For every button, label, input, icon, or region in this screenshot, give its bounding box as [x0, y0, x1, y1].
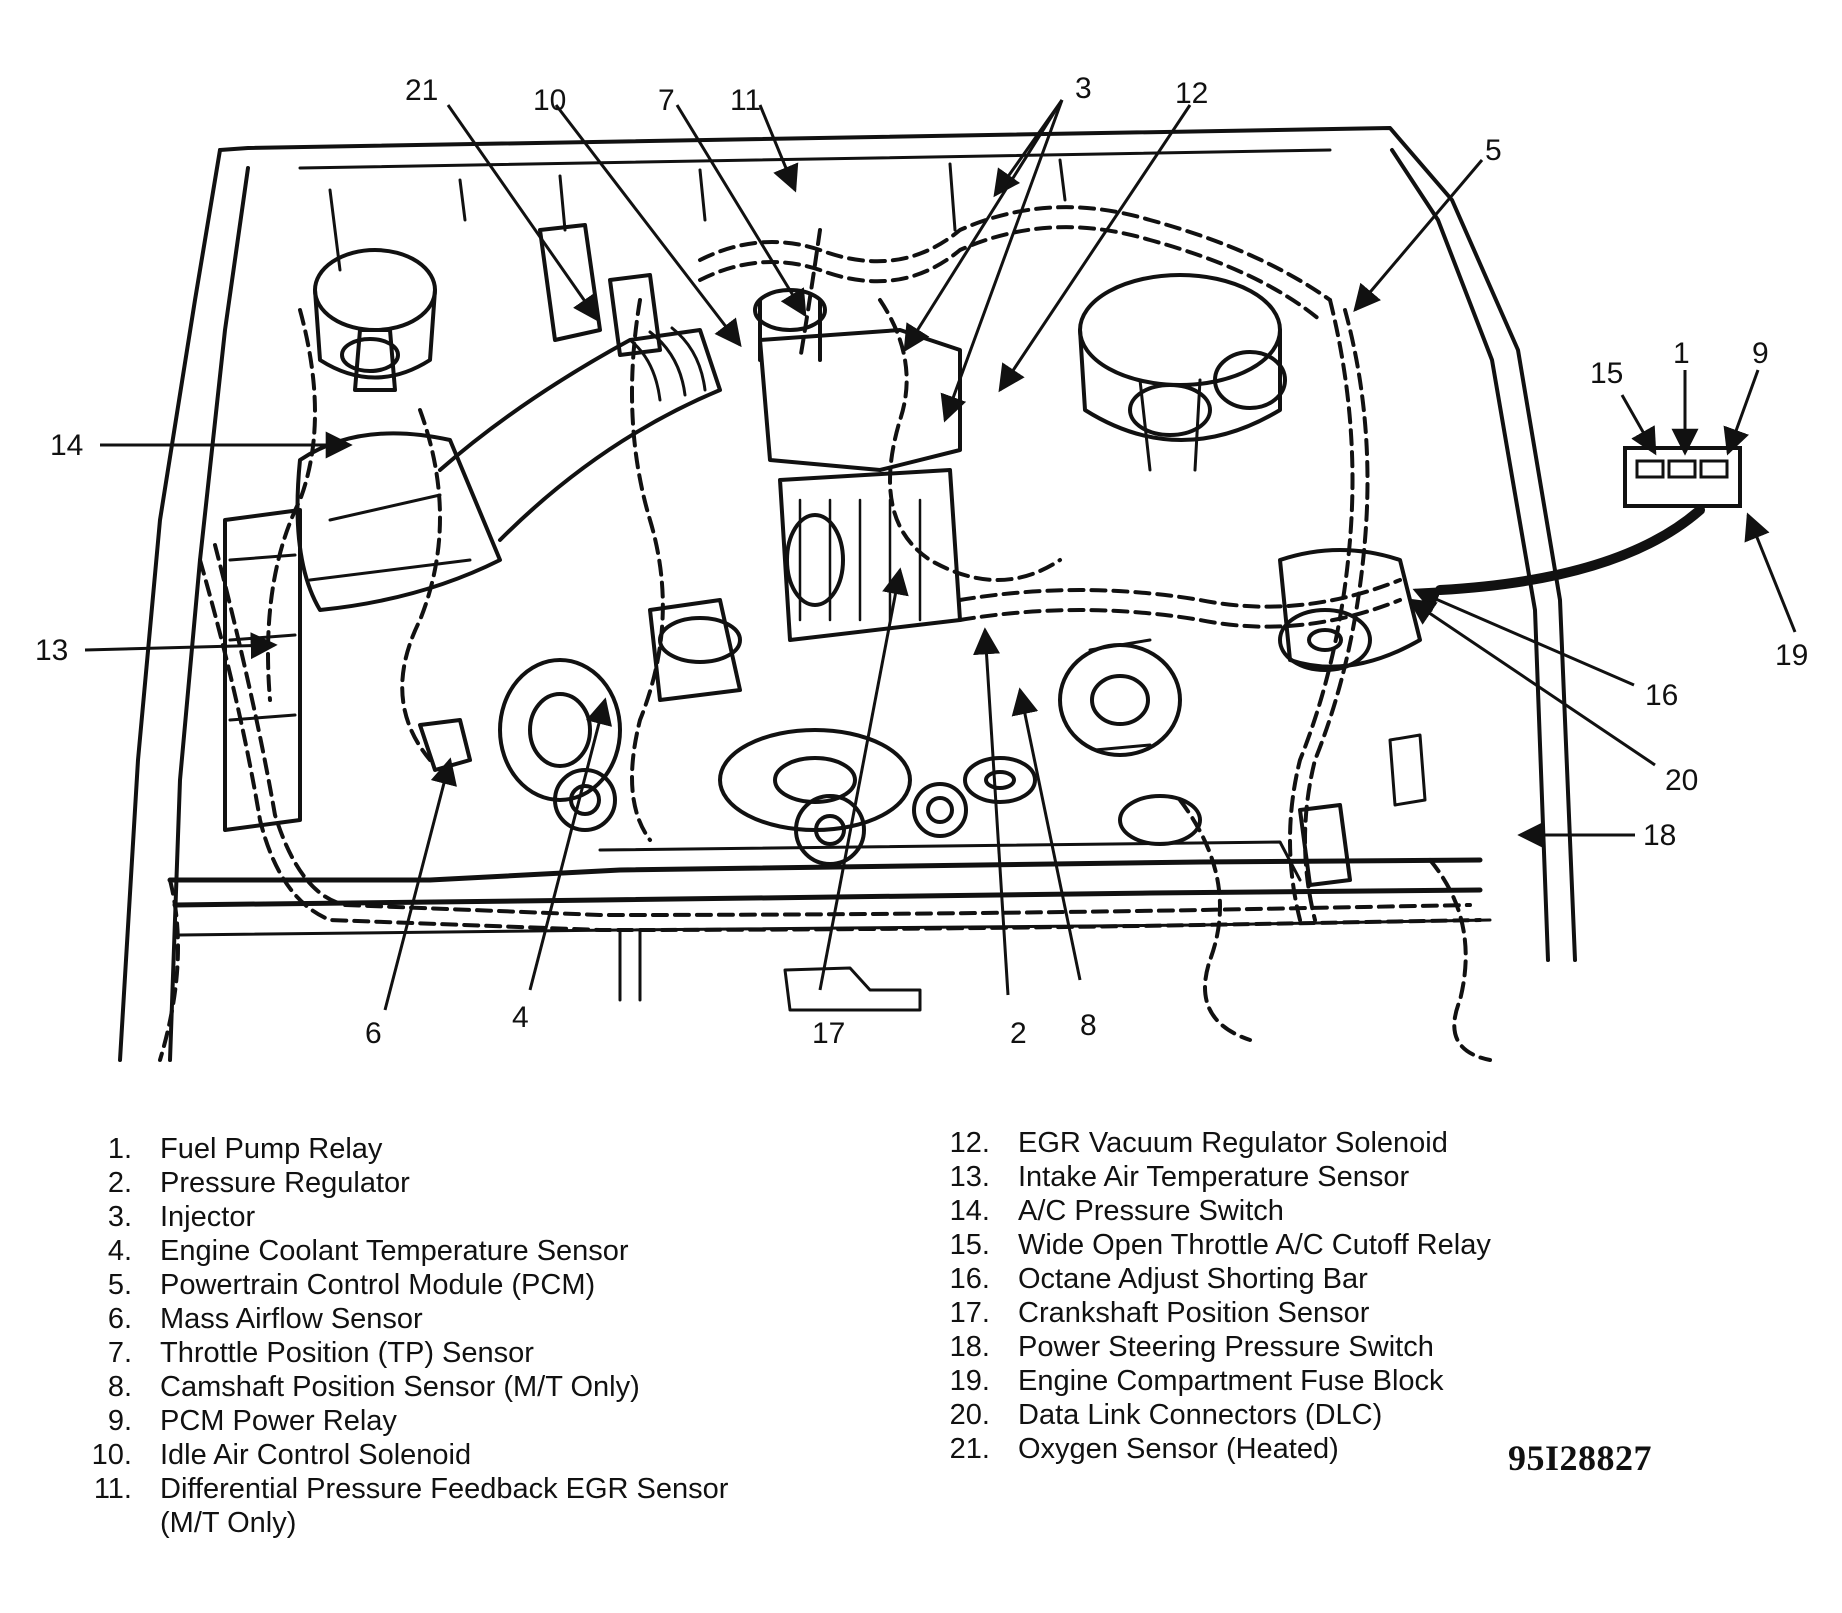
engine-line-art	[118, 126, 1705, 1062]
legend-item: 14. A/C Pressure Switch	[0, 1194, 1284, 1228]
callout-3: 3	[1075, 72, 1092, 105]
legend-label: A/C Pressure Switch	[1018, 1195, 1284, 1227]
legend-label: Camshaft Position Sensor (M/T Only)	[160, 1371, 640, 1403]
callout-14: 14	[50, 429, 83, 462]
callout-6: 6	[365, 1017, 382, 1050]
callout-13: 13	[35, 634, 68, 667]
legend-number: 4.	[107, 1235, 132, 1267]
legend-label: (M/T Only)	[160, 1507, 297, 1539]
legend-number: 18.	[949, 1331, 990, 1363]
legend-item: 13. Intake Air Temperature Sensor	[0, 1160, 1410, 1194]
legend-number: 16.	[949, 1263, 990, 1295]
fuse-block-inset	[1623, 446, 1742, 508]
legend-number: 11.	[93, 1473, 132, 1505]
legend-number: 10.	[91, 1439, 132, 1471]
callout-8: 8	[1080, 1009, 1097, 1042]
legend-number: 15.	[949, 1229, 990, 1261]
callout-17: 17	[812, 1017, 845, 1050]
legend-item: 8. Camshaft Position Sensor (M/T Only)	[0, 1370, 640, 1404]
legend-item: 4. Engine Coolant Temperature Sensor	[0, 1234, 629, 1268]
legend-number: 6.	[107, 1303, 132, 1335]
legend-number: 19.	[949, 1365, 990, 1397]
legend-label: Powertrain Control Module (PCM)	[160, 1269, 596, 1301]
callout-12: 12	[1175, 77, 1208, 110]
legend-number: 13.	[949, 1161, 990, 1193]
callout-15: 15	[1590, 357, 1623, 390]
legend-number: 20.	[949, 1399, 990, 1431]
legend-label: PCM Power Relay	[160, 1405, 397, 1437]
legend-item: 6. Mass Airflow Sensor	[0, 1302, 423, 1336]
legend-item: 10. Idle Air Control Solenoid	[0, 1438, 471, 1472]
legend-label: Engine Coolant Temperature Sensor	[160, 1235, 629, 1267]
legend-number: 8.	[107, 1371, 132, 1403]
legend-number: 1.	[107, 1133, 132, 1165]
legend-item: 7. Throttle Position (TP) Sensor	[0, 1336, 534, 1370]
callout-1: 1	[1673, 337, 1690, 370]
callout-10: 10	[533, 84, 566, 117]
figure-code: 95I28827	[1508, 1438, 1653, 1478]
callout-19: 19	[1775, 639, 1808, 672]
legend-label: Wide Open Throttle A/C Cutoff Relay	[1018, 1229, 1491, 1261]
legend-item: 2. Pressure Regulator	[0, 1166, 410, 1200]
callout-5: 5	[1485, 134, 1502, 167]
legend-label: Power Steering Pressure Switch	[1018, 1331, 1434, 1363]
legend-item: 15. Wide Open Throttle A/C Cutoff Relay	[0, 1228, 1491, 1262]
legend-item: 19. Engine Compartment Fuse Block	[0, 1364, 1444, 1398]
legend-number: 9.	[107, 1405, 132, 1437]
legend-number: 3.	[107, 1201, 132, 1233]
legend-item: 11. Differential Pressure Feedback EGR Se…	[0, 1472, 729, 1506]
legend-number: 21.	[949, 1433, 990, 1465]
legend-label: Data Link Connectors (DLC)	[1018, 1399, 1383, 1431]
leader-lines	[84, 99, 1797, 1011]
callout-21: 21	[405, 74, 438, 107]
legend-label: Throttle Position (TP) Sensor	[160, 1337, 534, 1369]
legend-label: Crankshaft Position Sensor	[1018, 1297, 1370, 1329]
legend-number: 5.	[107, 1269, 132, 1301]
legend-label: Mass Airflow Sensor	[160, 1303, 423, 1335]
legend-item: 3. Injector	[0, 1200, 255, 1234]
legend-label: Octane Adjust Shorting Bar	[1018, 1263, 1368, 1295]
legend-label: Engine Compartment Fuse Block	[1018, 1365, 1444, 1397]
callout-2: 2	[1010, 1017, 1027, 1050]
callout-16: 16	[1645, 679, 1678, 712]
callout-7: 7	[658, 84, 675, 117]
legend-item: 9. PCM Power Relay	[0, 1404, 397, 1438]
legend-label: Injector	[160, 1201, 256, 1233]
legend-item: 5. Powertrain Control Module (PCM)	[0, 1268, 595, 1302]
engine-compartment-diagram: 21 10 7 11 3 12 5 15 1 9 14 13 19 16 20 …	[35, 72, 1808, 1062]
legend-item: 17. Crankshaft Position Sensor	[0, 1296, 1370, 1330]
legend-item: 12. EGR Vacuum Regulator Solenoid	[0, 1126, 1448, 1160]
callout-18: 18	[1643, 819, 1676, 852]
legend-number: 2.	[107, 1167, 132, 1199]
legend-number: 7.	[107, 1337, 132, 1369]
callout-4: 4	[512, 1001, 529, 1034]
legend-item: 16. Octane Adjust Shorting Bar	[0, 1262, 1368, 1296]
legend-item: (M/T Only)	[0, 1506, 296, 1540]
legend-item: 18. Power Steering Pressure Switch	[0, 1330, 1434, 1364]
legend-number: 14.	[949, 1195, 990, 1227]
legend-label: Oxygen Sensor (Heated)	[1018, 1433, 1339, 1465]
legend-label: Idle Air Control Solenoid	[160, 1439, 472, 1471]
legend-item: 21. Oxygen Sensor (Heated)	[0, 1432, 1339, 1466]
legend-label: Fuel Pump Relay	[160, 1133, 383, 1165]
callout-9: 9	[1752, 337, 1769, 370]
legend-item: 1. Fuel Pump Relay	[0, 1132, 383, 1166]
legend-item: 20. Data Link Connectors (DLC)	[0, 1398, 1383, 1432]
legend-number: 17.	[949, 1297, 990, 1329]
legend-number: 12.	[949, 1127, 990, 1159]
callout-20: 20	[1665, 764, 1698, 797]
legend-label: Pressure Regulator	[160, 1167, 410, 1199]
legend-label: Differential Pressure Feedback EGR Senso…	[160, 1473, 729, 1505]
legend-label: Intake Air Temperature Sensor	[1018, 1161, 1410, 1193]
legend-label: EGR Vacuum Regulator Solenoid	[1018, 1127, 1448, 1159]
callout-11: 11	[730, 84, 761, 117]
